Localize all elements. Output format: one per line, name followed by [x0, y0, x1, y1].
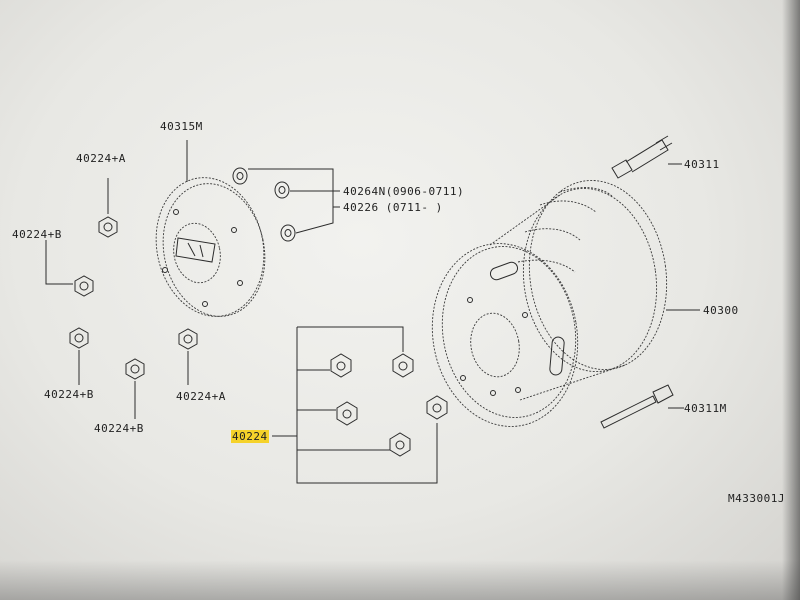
screen-edge-shadow-right [782, 0, 800, 600]
label-nut-b-lower: 40224+B [44, 388, 94, 401]
label-valve: 40311 [684, 158, 720, 171]
label-nut-a-lower: 40224+A [176, 390, 226, 403]
label-washer-226: 40226 (0711- ) [343, 201, 443, 214]
valve-drawing [611, 135, 682, 179]
label-nut-b-left: 40224+B [12, 228, 62, 241]
label-nut-b-bottom: 40224+B [94, 422, 144, 435]
washers-drawing [232, 167, 340, 242]
bolt-drawing [600, 384, 684, 429]
screen-edge-shadow-bottom [0, 560, 800, 600]
label-hub-cap: 40315M [160, 120, 203, 133]
loose-nuts-drawing [45, 178, 198, 419]
label-wheel: 40300 [703, 304, 739, 317]
nut-group-drawing [272, 326, 448, 484]
label-bolt: 40311M [684, 402, 727, 415]
label-nut-a-top: 40224+A [76, 152, 126, 165]
figure-id: M433001J [728, 492, 785, 505]
label-nut-group-highlighted: 40224 [231, 430, 269, 443]
wheel-drawing [431, 179, 700, 427]
hub-cap-drawing [155, 140, 266, 317]
label-washer-n: 40264N(0906-0711) [343, 185, 465, 198]
